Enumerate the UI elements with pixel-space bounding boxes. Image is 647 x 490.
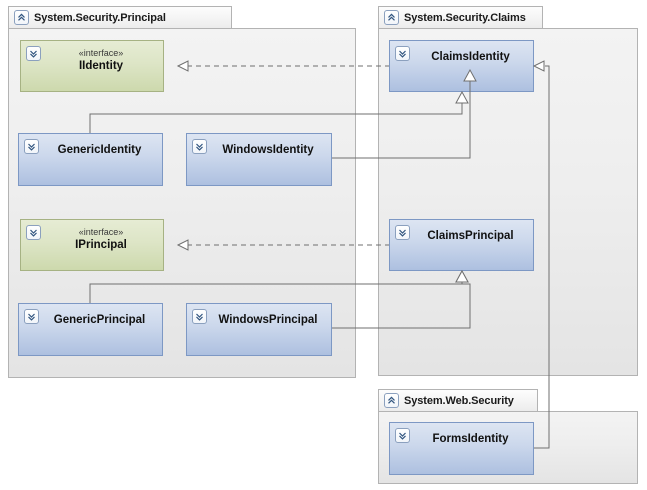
node-generic-principal-body [18, 303, 163, 356]
node-iidentity-body [20, 40, 164, 92]
chevron-double-down-icon[interactable] [395, 428, 410, 443]
node-name-label: WindowsIdentity [222, 144, 314, 156]
node-name-label: ClaimsPrincipal [427, 230, 514, 242]
package-tab-system-security-claims[interactable]: System.Security.Claims [378, 6, 543, 28]
node-name-label: GenericPrincipal [53, 314, 146, 326]
node-windows-identity-text: WindowsIdentity [210, 133, 326, 186]
package-tab-system-security-principal[interactable]: System.Security.Principal [8, 6, 232, 28]
chevron-double-down-icon[interactable] [26, 46, 41, 61]
node-name-label: IPrincipal [75, 239, 127, 251]
node-iidentity-text: «interface» IIdentity [44, 40, 158, 92]
chevron-double-down-icon[interactable] [395, 46, 410, 61]
node-forms-identity-text: FormsIdentity [413, 422, 528, 475]
chevron-double-up-icon[interactable] [384, 393, 399, 408]
node-forms-identity[interactable]: FormsIdentity [389, 422, 534, 475]
node-claims-principal-text: ClaimsPrincipal [413, 219, 528, 271]
chevron-double-down-icon[interactable] [26, 225, 41, 240]
node-forms-identity-body [389, 422, 534, 475]
node-iprincipal-text: «interface» IPrincipal [44, 219, 158, 271]
chevron-double-down-icon[interactable] [24, 309, 39, 324]
node-claims-identity-text: ClaimsIdentity [413, 40, 528, 92]
node-claims-principal[interactable]: ClaimsPrincipal [389, 219, 534, 271]
node-generic-principal-text: GenericPrincipal [42, 303, 157, 356]
node-iprincipal[interactable]: «interface» IPrincipal [20, 219, 164, 271]
node-windows-identity-body [186, 133, 332, 186]
node-name-label: GenericIdentity [57, 144, 142, 156]
chevron-double-down-icon[interactable] [192, 309, 207, 324]
node-iprincipal-body [20, 219, 164, 271]
chevron-double-down-icon[interactable] [24, 139, 39, 154]
package-name-label: System.Security.Claims [404, 11, 526, 24]
node-windows-principal-body [186, 303, 332, 356]
node-windows-principal[interactable]: WindowsPrincipal [186, 303, 332, 356]
node-windows-identity[interactable]: WindowsIdentity [186, 133, 332, 186]
node-name-label: IIdentity [78, 60, 124, 72]
node-generic-principal[interactable]: GenericPrincipal [18, 303, 163, 356]
chevron-double-down-icon[interactable] [192, 139, 207, 154]
package-name-label: System.Web.Security [404, 394, 514, 407]
node-name-label: WindowsPrincipal [218, 314, 318, 326]
node-iidentity[interactable]: «interface» IIdentity [20, 40, 164, 92]
node-name-label: FormsIdentity [432, 433, 509, 445]
package-tab-system-web-security[interactable]: System.Web.Security [378, 389, 538, 411]
package-name-label: System.Security.Principal [34, 11, 166, 24]
node-stereotype: «interface» [78, 48, 124, 58]
node-stereotype: «interface» [78, 227, 124, 237]
node-claims-identity[interactable]: ClaimsIdentity [389, 40, 534, 92]
node-generic-identity[interactable]: GenericIdentity [18, 133, 163, 186]
chevron-double-up-icon[interactable] [14, 10, 29, 25]
node-windows-principal-text: WindowsPrincipal [210, 303, 326, 356]
node-generic-identity-body [18, 133, 163, 186]
node-generic-identity-text: GenericIdentity [42, 133, 157, 186]
node-name-label: ClaimsIdentity [431, 51, 510, 63]
chevron-double-up-icon[interactable] [384, 10, 399, 25]
chevron-double-down-icon[interactable] [395, 225, 410, 240]
